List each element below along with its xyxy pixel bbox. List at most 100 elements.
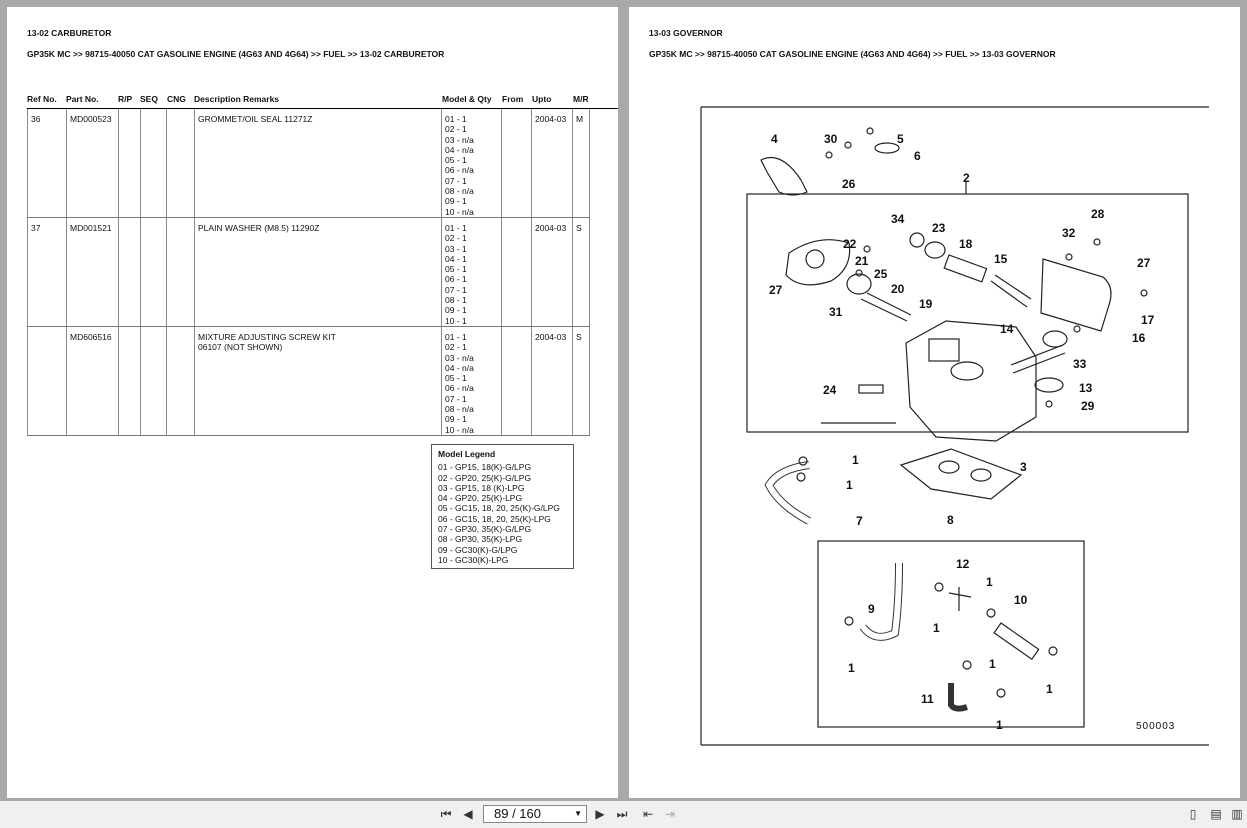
col-header-ref: Ref No. xyxy=(27,94,57,104)
col-header-model: Model & Qty xyxy=(442,94,492,104)
callout-label: 27 xyxy=(1137,256,1151,270)
callout-label: 7 xyxy=(856,514,863,528)
part-no: MD000523 xyxy=(70,114,112,124)
section-title: 13-03 GOVERNOR xyxy=(649,28,723,38)
upto: 2004-03 xyxy=(535,332,567,342)
description: MIXTURE ADJUSTING SCREW KIT 06107 (NOT S… xyxy=(198,332,336,353)
callout-label: 1 xyxy=(996,718,1003,732)
callout-label: 5 xyxy=(897,132,904,146)
callout-label: 24 xyxy=(823,383,837,397)
callout-label: 1 xyxy=(846,478,853,492)
next-page-icon[interactable]: ▶ xyxy=(595,807,605,821)
last-page-icon[interactable]: ⏭ xyxy=(616,807,628,821)
mr: S xyxy=(576,332,582,342)
callout-label: 3 xyxy=(1020,460,1027,474)
legend-item: 04 - GP20, 25(K)-LPG xyxy=(438,493,523,504)
callout-label: 10 xyxy=(1014,593,1028,607)
col-header-upto: Upto xyxy=(532,94,552,104)
callout-label: 22 xyxy=(843,237,857,251)
prev-page-icon[interactable]: ◀ xyxy=(463,807,473,821)
table-row: 36 MD000523 GROMMET/OIL SEAL 11271Z 01 -… xyxy=(27,109,590,218)
callout-label: 2 xyxy=(963,171,970,185)
callout-label: 14 xyxy=(1000,322,1014,336)
legend-item: 06 - GC15, 18, 20, 25(K)-LPG xyxy=(438,513,551,524)
col-header-mr: M/R xyxy=(573,94,589,104)
callout-label: 1 xyxy=(848,661,855,675)
col-header-rp: R/P xyxy=(118,94,133,104)
callout-label: 21 xyxy=(855,254,869,268)
callout-label: 23 xyxy=(932,221,946,235)
upto: 2004-03 xyxy=(535,223,567,233)
ref-no: 36 xyxy=(31,114,41,124)
breadcrumb: GP35K MC >> 98715-40050 CAT GASOLINE ENG… xyxy=(27,49,445,59)
callout-label: 33 xyxy=(1073,357,1087,371)
col-header-desc: Description Remarks xyxy=(194,94,280,104)
callout-label: 18 xyxy=(959,237,973,251)
back-view-icon[interactable]: ⇤ xyxy=(642,807,654,821)
legend-item: 02 - GP20, 25(K)-G/LPG xyxy=(438,472,532,483)
callout-label: 1 xyxy=(1046,682,1053,696)
callout-label: 25 xyxy=(874,267,888,281)
callout-label: 32 xyxy=(1062,226,1076,240)
callout-label: 11 xyxy=(921,692,934,706)
callout-label: 26 xyxy=(842,177,856,191)
viewer-toolbar: ⏮ ◀ 89 / 160 ▼ ▶ ⏭ ⇤ ⇥ ▯ ▤ ▥ xyxy=(0,801,1247,828)
callout-label: 20 xyxy=(891,282,905,296)
callout-label: 12 xyxy=(956,557,970,571)
legend-item: 08 - GP30, 35(K)-LPG xyxy=(438,534,523,545)
callout-label: 13 xyxy=(1079,381,1093,395)
part-no: MD606516 xyxy=(70,332,112,342)
page-number-select[interactable]: 89 / 160 ▼ xyxy=(483,805,587,823)
callout-label: 1 xyxy=(986,575,993,589)
col-header-cng: CNG xyxy=(167,94,186,104)
legend-item: 05 - GC15, 18, 20, 25(K)-G/LPG xyxy=(438,503,560,514)
governor-exploded-diagram: 4 30 5 6 26 2 34 23 18 15 32 28 22 21 27… xyxy=(700,106,1209,746)
col-header-from: From xyxy=(502,94,524,104)
first-page-icon[interactable]: ⏮ xyxy=(440,807,452,821)
legend-title: Model Legend xyxy=(438,449,496,459)
continuous-page-icon[interactable]: ▤ xyxy=(1210,807,1222,821)
callout-label: 1 xyxy=(852,453,859,467)
part-no: MD001521 xyxy=(70,223,112,233)
upto: 2004-03 xyxy=(535,114,567,124)
section-title: 13-02 CARBURETOR xyxy=(27,28,112,38)
parts-table: 36 MD000523 GROMMET/OIL SEAL 11271Z 01 -… xyxy=(27,109,590,436)
callout-label: 9 xyxy=(868,602,875,616)
callout-label: 27 xyxy=(769,283,783,297)
table-row: 37 MD001521 PLAIN WASHER (M8.5) 11290Z 0… xyxy=(27,218,590,327)
col-header-seq: SEQ xyxy=(140,94,158,104)
callout-label: 29 xyxy=(1081,399,1095,413)
right-page: 13-03 GOVERNOR GP35K MC >> 98715-40050 C… xyxy=(629,7,1240,798)
ref-no: 37 xyxy=(31,223,41,233)
legend-item: 03 - GP15, 18 (K)-LPG xyxy=(438,482,525,493)
callout-label: 17 xyxy=(1141,313,1155,327)
chevron-down-icon: ▼ xyxy=(574,809,582,818)
callout-label: 1 xyxy=(989,657,996,671)
header-rule xyxy=(27,108,618,109)
col-header-part: Part No. xyxy=(66,94,99,104)
page-indicator: 89 / 160 xyxy=(494,806,541,821)
callout-label: 4 xyxy=(771,132,778,146)
description: GROMMET/OIL SEAL 11271Z xyxy=(198,114,313,124)
description: PLAIN WASHER (M8.5) 11290Z xyxy=(198,223,320,233)
forward-view-icon[interactable]: ⇥ xyxy=(664,807,676,821)
callout-label: 34 xyxy=(891,212,905,226)
mr: S xyxy=(576,223,582,233)
diagram-code: 500003 xyxy=(1136,721,1175,732)
legend-item: 07 - GP30, 35(K)-G/LPG xyxy=(438,524,532,535)
model-legend: Model Legend 01 - GP15, 18(K)-G/LPG 02 -… xyxy=(431,444,574,569)
callout-label: 16 xyxy=(1132,331,1146,345)
legend-item: 09 - GC30(K)-G/LPG xyxy=(438,544,518,555)
legend-item: 10 - GC30(K)-LPG xyxy=(438,554,509,565)
callout-label: 8 xyxy=(947,513,954,527)
breadcrumb: GP35K MC >> 98715-40050 CAT GASOLINE ENG… xyxy=(649,49,1056,59)
callout-label: 6 xyxy=(914,149,921,163)
callout-label: 19 xyxy=(919,297,933,311)
facing-pages-icon[interactable]: ▥ xyxy=(1231,807,1243,821)
table-row: MD606516 MIXTURE ADJUSTING SCREW KIT 061… xyxy=(27,327,590,436)
callout-label: 30 xyxy=(824,132,838,146)
single-page-icon[interactable]: ▯ xyxy=(1189,807,1197,821)
